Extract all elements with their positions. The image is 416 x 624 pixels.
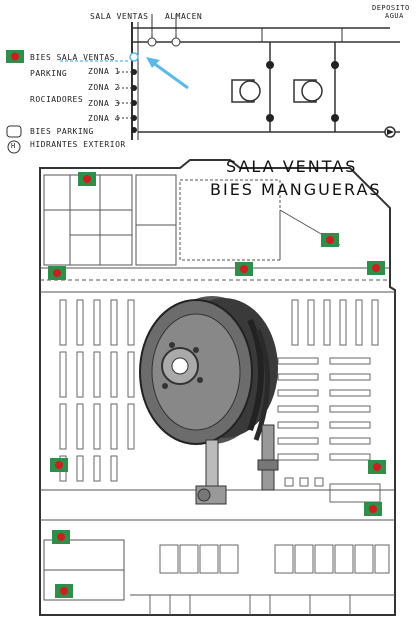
- zone-label-4: ZONA 4: [88, 114, 120, 123]
- plan-title-line2: BIES MANGUERAS: [210, 180, 382, 199]
- bie-marker-icon: [364, 502, 382, 516]
- zone-label-2: ZONA 2: [88, 83, 120, 92]
- hose-reel-illustration: [139, 296, 279, 505]
- riser-schematic: [6, 14, 400, 154]
- legend-rociadores: ROCIADORES: [30, 95, 84, 104]
- zone-label-3: ZONA 3: [88, 99, 120, 108]
- bie-marker-icon: [235, 262, 253, 276]
- bie-marker-icon: [78, 172, 96, 186]
- bie-marker-icon: [48, 266, 66, 280]
- bie-marker-icon: [55, 584, 73, 598]
- plan-title-line1: SALA VENTAS: [226, 157, 358, 176]
- hydrant-symbol-icon: H: [11, 142, 16, 150]
- bie-marker-icon: [50, 458, 68, 472]
- label-agua: AGUA: [385, 12, 404, 20]
- zone-label-1: ZONA 1: [88, 67, 120, 76]
- bie-marker-icon: [367, 261, 385, 275]
- label-sala-ventas: SALA VENTAS: [90, 12, 149, 21]
- legend-bies-parking: BIES PARKING: [30, 127, 94, 136]
- bie-marker-icon: [52, 530, 70, 544]
- legend-bies-sala-ventas: BIES SALA VENTAS: [30, 53, 116, 62]
- label-almacen: ALMACEN: [165, 12, 203, 21]
- bie-marker-icon: [368, 460, 386, 474]
- legend-hidrantes-exterior: HIDRANTES EXTERIOR: [30, 140, 126, 149]
- label-deposito: DEPOSITO: [372, 4, 410, 12]
- legend-parking: PARKING: [30, 69, 68, 78]
- bie-marker-icon: [321, 233, 339, 247]
